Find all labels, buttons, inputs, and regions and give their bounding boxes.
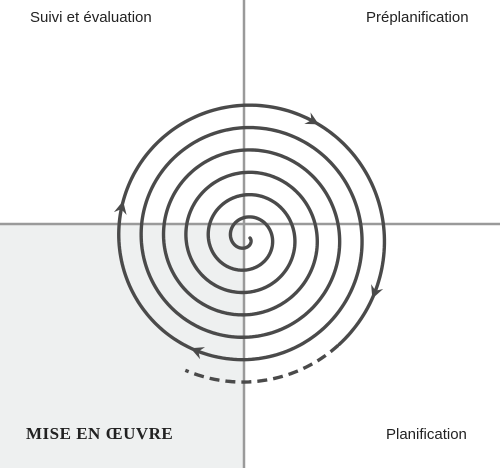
label-preplanification: Préplanification [366, 9, 469, 26]
label-suivi-evaluation: Suivi et évaluation [30, 9, 152, 26]
arrow-planification [113, 200, 127, 216]
arrow-preplanification [190, 347, 206, 360]
spiral [113, 103, 387, 384]
arrow-mise-en-oeuvre [304, 112, 319, 125]
arrow-suivi-evaluation [371, 284, 384, 299]
spiral-dashed-tail [184, 344, 340, 384]
label-planification: Planification [386, 426, 467, 443]
label-mise-en-oeuvre: MISE EN ŒUVRE [26, 424, 174, 443]
spiral-line [117, 103, 387, 362]
